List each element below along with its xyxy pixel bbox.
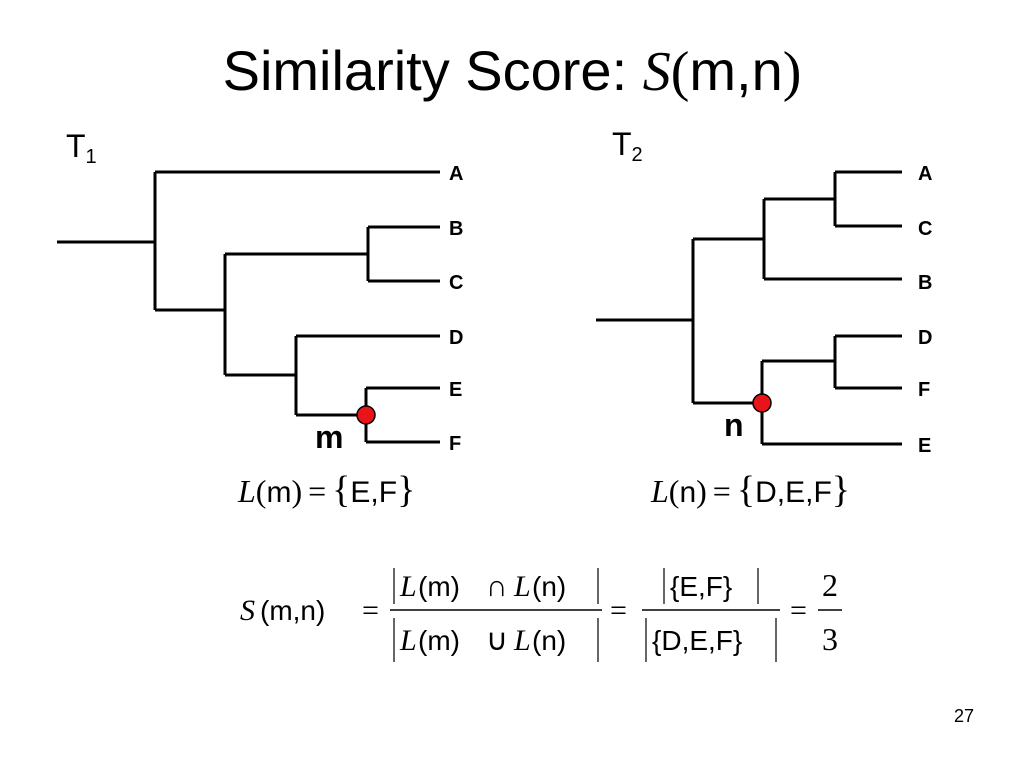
leafset-m-close: ) [291,473,303,509]
title-open-paren: ( [670,41,690,103]
leafset-m-rbrace: } [397,469,416,511]
tree1-node-m [356,405,376,425]
num1-a1: (m) [418,571,460,602]
tree1-label-main: T [66,128,86,164]
tree1-leaf-e: E [449,379,462,401]
score-args: (m,n) [260,595,325,626]
tree1-leaf-a: A [449,163,463,185]
score-formula: S (m,n) = L (m) ∩ L (n) L (m) ∪ L (n) = … [240,567,842,662]
leafset-m-lbrace: { [332,469,351,511]
tree2-edges [596,170,902,446]
tree2-leaf-e: E [918,435,931,457]
tree1-edges [57,170,440,444]
leafset-m-formula: L(m)={E,F} [238,468,415,512]
tree2-label-sub: 2 [631,144,643,166]
tree2-leaf-b: B [918,272,932,294]
leafset-n-arg: n [679,476,697,509]
leafset-n-lbrace: { [736,469,756,511]
den1-L2: L [513,624,531,657]
tree2-node-label: n [724,407,744,443]
title-S: S [642,41,671,103]
num2: {E,F} [670,571,732,602]
title-close-paren: ) [782,41,802,103]
num1-L1: L [399,570,417,603]
leafset-n-formula: L(n)={D,E,F} [651,468,850,512]
den1-a2: (n) [532,625,566,656]
num1-L2: L [513,570,531,603]
tree1-node-label: m [315,419,343,455]
leafset-n-open: ( [668,473,680,509]
tree1-leaf-c: C [449,272,463,294]
tree1-leaf-d: D [449,327,463,349]
score-eq-1: = [362,594,379,627]
tree2-leaf-c: C [918,218,932,240]
tree2-leaf-f: F [918,379,930,401]
score-eq-2: = [610,594,627,627]
leafset-n-rbrace: } [831,469,851,511]
tree1-label-sub: 1 [85,146,97,168]
tree2-node-n [752,393,772,413]
den1-a1: (m) [418,625,460,656]
tree1-label: T1 [66,128,97,169]
page-number: 27 [953,706,974,726]
den2: {D,E,F} [652,625,742,656]
den1-op: ∪ [486,624,508,657]
tree1-leaf-b: B [449,218,463,240]
leafset-m-arg: m [266,476,292,509]
tree2-leaf-d: D [918,327,932,349]
tree2-leaf-a: A [918,163,932,185]
slide-title: Similarity Score: S(m,n) [0,36,1024,107]
num1-a2: (n) [532,571,566,602]
leafset-n-close: ) [696,473,707,509]
den1-L1: L [399,624,417,657]
leafset-m-eq: = [308,473,327,509]
title-args: m,n [689,39,783,102]
score-S: S [240,594,255,627]
tree2-label: T2 [612,126,643,167]
leafset-m-members: E,F [350,476,398,509]
title-text: Similarity Score: [222,39,643,102]
leafset-n-members: D,E,F [755,476,832,509]
leafset-n-eq: = [712,473,731,509]
leafset-n-L: L [651,473,669,509]
score-eq-3: = [790,594,807,627]
leafset-m-open: ( [255,473,267,509]
num1-op: ∩ [486,570,508,603]
leafset-m-L: L [238,473,256,509]
tree1-leaf-f: F [449,433,461,455]
num3: 2 [822,567,838,603]
den3: 3 [822,621,838,657]
tree2-label-main: T [612,126,632,162]
